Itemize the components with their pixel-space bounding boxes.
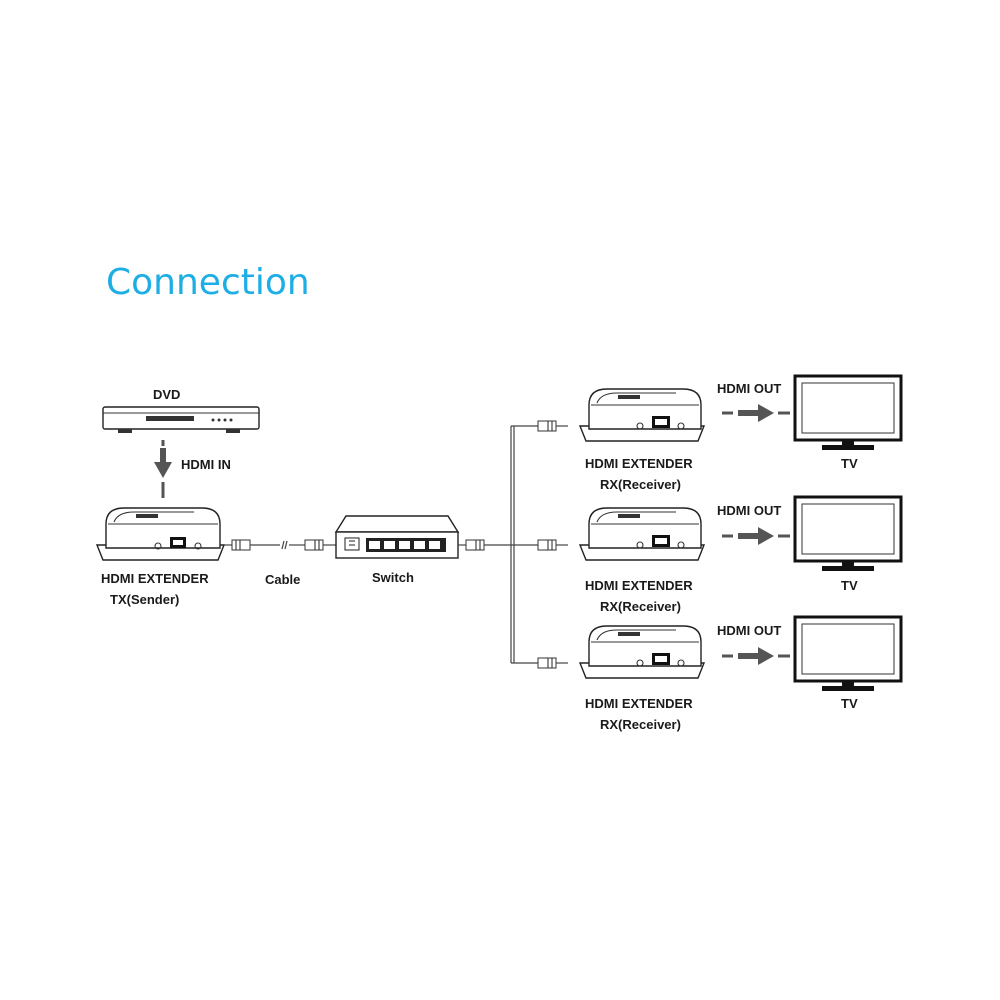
hdmi-out-arrow-2 [722, 527, 790, 545]
hdmi-out-arrow-1 [722, 404, 790, 422]
hdmi-in-arrow [154, 440, 172, 498]
hdmi-out-label-2: HDMI OUT [717, 503, 781, 518]
tv-2 [793, 495, 903, 571]
tv-label-2: TV [841, 578, 858, 593]
tv-label-1: TV [841, 456, 858, 471]
rx3-label-line1: HDMI EXTENDER [585, 696, 693, 711]
cable-tx-to-switch [224, 539, 338, 551]
rx3-extender-unit [578, 625, 706, 679]
switch-label: Switch [372, 570, 414, 585]
tx-label-line1: HDMI EXTENDER [101, 571, 209, 586]
rx2-label-line1: HDMI EXTENDER [585, 578, 693, 593]
rx3-cable-plug [537, 657, 568, 669]
rx3-label-line2: RX(Receiver) [600, 717, 681, 732]
tv-label-3: TV [841, 696, 858, 711]
tx-label-line2: TX(Sender) [110, 592, 179, 607]
hdmi-out-label-3: HDMI OUT [717, 623, 781, 638]
cable-switch-to-receivers [458, 425, 538, 664]
rx1-label-line1: HDMI EXTENDER [585, 456, 693, 471]
rx1-extender-unit [578, 388, 706, 442]
tx-extender-unit [95, 507, 226, 561]
dvd-label: DVD [153, 387, 180, 402]
hdmi-out-arrow-3 [722, 647, 790, 665]
rx1-label-line2: RX(Receiver) [600, 477, 681, 492]
tv-3 [793, 615, 903, 691]
rx2-cable-plug [537, 539, 568, 551]
network-switch [334, 515, 460, 559]
rx2-label-line2: RX(Receiver) [600, 599, 681, 614]
dvd-player [102, 406, 260, 433]
page-title: Connection [106, 262, 310, 303]
cable-label: Cable [265, 572, 300, 587]
tv-1 [793, 374, 903, 450]
rx2-extender-unit [578, 507, 706, 561]
hdmi-in-label: HDMI IN [181, 457, 231, 472]
hdmi-out-label-1: HDMI OUT [717, 381, 781, 396]
rx1-cable-plug [537, 420, 568, 432]
